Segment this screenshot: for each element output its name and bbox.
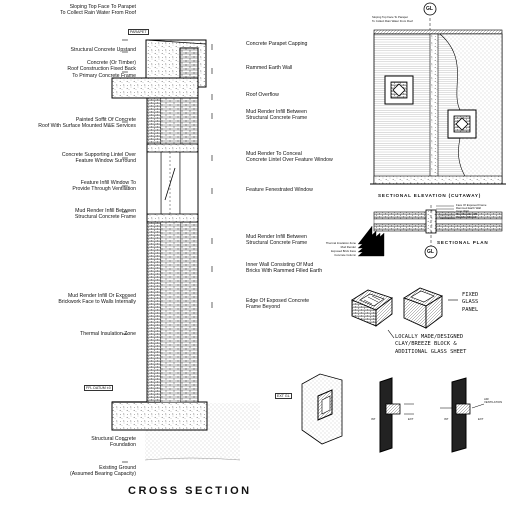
existing-ground	[145, 430, 240, 460]
parapet-level-tag: PARAPET	[128, 29, 149, 35]
plan-note-r4: Mud Render Infill	[456, 212, 478, 216]
label-existing-ground: Existing Ground(Assumed Bearing Capacity…	[69, 465, 136, 478]
label-structural-upstand: Structural Concrete Upstand	[70, 47, 136, 53]
elevation-column	[429, 33, 439, 185]
plan-note-r5: Feature Window	[456, 215, 477, 219]
elevation-note-2: To Collect Rain Water From Roof	[372, 19, 413, 23]
plan-outer-wall	[373, 211, 503, 220]
roof-slab	[111, 77, 199, 99]
plan-inner-wall	[373, 223, 503, 232]
sectional-plan	[358, 205, 503, 259]
plan-note-l1: Thermal Insulation Zone	[325, 241, 356, 245]
label-roof-overflow: Roof Overflow	[246, 92, 279, 98]
cross-section	[111, 39, 260, 463]
plan-gridline-marker	[424, 245, 438, 259]
label-thermal-insulation: Thermal Insulation Zone	[80, 331, 136, 337]
sketch-ext-right: EXT	[478, 417, 484, 421]
window-sill	[146, 213, 199, 223]
elevation-gridline-marker	[423, 2, 437, 16]
leaders-left	[122, 39, 128, 463]
sectional-elevation	[370, 2, 506, 185]
label-rammed-earth-wall: Rammed Earth Wall	[246, 65, 293, 71]
elevation-caption: SECTIONAL ELEVATION (CUTAWAY)	[378, 193, 482, 198]
block-sketches	[301, 287, 485, 453]
label-parapet-capping: Concrete Parapet Capping	[246, 41, 308, 47]
feature-window-outer	[179, 143, 199, 223]
plan-note-l4: Concrete Column	[334, 253, 356, 257]
elevation-gridline-label: GL	[426, 6, 433, 12]
drawing-title: CROSS SECTION	[128, 485, 252, 497]
plan-note-r3: Inner Wall	[456, 209, 469, 213]
label-roof-construction: Concrete (Or Timber)Roof Construction Fi…	[67, 60, 136, 79]
elevation-note-1: Sloping Top Face To Parapet	[372, 15, 408, 19]
window-lintel	[146, 143, 199, 153]
sketch-ext-left: EXT	[408, 417, 414, 421]
ffl-datum-tag: FFL DATUM ±0	[84, 385, 113, 391]
label-fenestrated-window: Feature Fenestrated Window	[246, 187, 313, 193]
plan-note-r2: Rammed Earth Wall	[456, 206, 481, 210]
plan-note-l3: Exposed Brick Face	[331, 249, 356, 253]
concrete-foundation	[111, 401, 208, 431]
plan-note-r1: Face Of Exposed Frame	[456, 203, 487, 207]
rammed-earth-wall	[179, 47, 199, 403]
sketch-int-left: INT	[371, 417, 376, 421]
backfill-earth	[208, 403, 260, 430]
feature-window-inner	[146, 143, 162, 223]
plan-note-l2: Mud Render	[340, 245, 356, 249]
ext-gl-tag: EXT GL	[275, 393, 292, 399]
plan-caption: SECTIONAL PLAN	[437, 240, 489, 245]
plan-gridline-label: GL	[427, 249, 434, 255]
sketch-int-right: INT	[444, 417, 449, 421]
